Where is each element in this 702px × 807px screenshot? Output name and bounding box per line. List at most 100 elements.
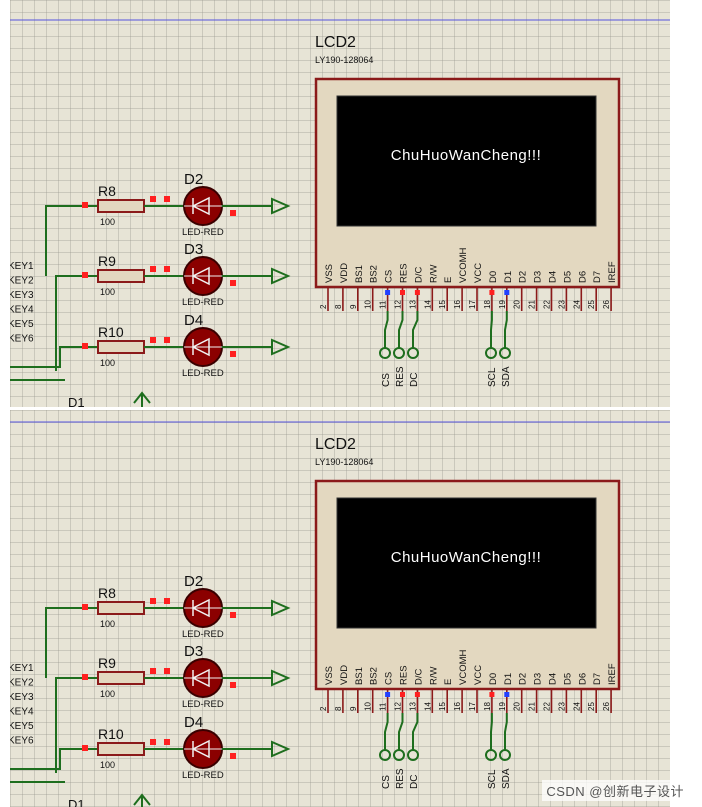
input-wire [45,607,100,678]
lcd-pin-number: 17 [468,702,477,711]
terminal-wire [384,713,389,750]
lcd-pin-name: R/W [428,265,439,284]
resistor-pin-marker [150,668,156,674]
lcd-pin: VCC 17 [468,665,484,713]
partial-ref-label: D1 [68,395,85,407]
lcd-pin-number: 26 [602,702,611,711]
lcd-pin-number: 8 [334,706,343,711]
lcd-pin-number: 24 [572,702,581,711]
terminal-wire [412,311,419,348]
led-pin-marker [164,266,170,272]
lcd-pin-number: 16 [453,300,462,309]
lcd-part-label: LY190-128064 [315,457,373,467]
lcd-pin-marker [385,692,391,697]
led-ref-label: D4 [184,312,203,329]
terminal-circle [485,347,497,359]
led-ref-label: D2 [184,171,203,188]
lcd-terminal: CS [379,713,392,789]
schematic-group: LCD2LY190-128064ChuHuoWanCheng!!!VSS2VDD… [10,19,670,407]
lcd-pin-number: 18 [483,300,492,309]
lcd-terminal: RES [393,713,406,789]
terminal-wire [398,311,404,348]
lcd-pin-name: D/C [413,267,424,284]
lcd-pin-name: D4 [548,673,559,685]
led-pin-marker [230,682,236,688]
lcd-pin-number: 15 [438,300,447,309]
lcd-pin-name: D/C [413,669,424,686]
terminal-circle [485,749,497,761]
led-pin-marker [164,668,170,674]
led-pin-marker [230,351,236,357]
lcd-terminal: SDA [499,713,512,789]
lcd-pin-name: RES [399,263,410,283]
resistor-body [97,601,145,615]
lcd-pin: CS 11 [379,270,395,311]
resistor-body [97,199,145,213]
lcd-pin-number: 2 [319,706,328,711]
led-pin-marker [164,598,170,604]
ground-arrow-symbol [271,740,291,758]
terminal-label: RES [395,366,406,387]
resistor-body [97,340,145,354]
lcd-pin-name: D1 [503,673,514,685]
input-wire [10,346,100,368]
lcd-pin-number: 23 [557,300,566,309]
ground-arrow-symbol [271,197,291,215]
lcd-pin-number: 15 [438,702,447,711]
lcd-pin-name: CS [384,270,395,283]
lcd-pin-marker [400,692,405,697]
resistor-ref-label: R9 [98,655,116,671]
resistor-value-label: 100 [100,689,115,699]
resistor-value-label: 100 [100,217,115,227]
schematic-canvas-bottom: LCD2LY190-128064ChuHuoWanCheng!!!VSS2VDD… [10,421,670,807]
resistor-pin-marker [150,598,156,604]
terminal-wire [412,713,419,750]
lcd-pin-name: VCC [473,665,484,685]
input-wire [10,748,100,770]
lcd-pin-number: 21 [528,300,537,309]
led-type-label: LED-RED [182,699,224,710]
lcd-pin-name: VCOMH [458,650,469,686]
lcd-pin-name: VDD [339,263,350,283]
lcd-pin-name: IREF [607,663,618,685]
key-label: KEY1 [10,261,34,272]
ground-arrow-symbol [271,267,291,285]
watermark-label: CSDN @创新电子设计 [542,780,688,801]
lcd-pin-number: 20 [513,702,522,711]
led-ref-label: D4 [184,714,203,731]
lcd-pin-number: 23 [557,702,566,711]
lcd-pin-name: D7 [592,673,603,685]
lcd-pin-number: 25 [587,702,596,711]
lcd-pin-name: D4 [548,271,559,283]
led-ref-label: D2 [184,573,203,590]
lcd-pin-number: 11 [379,300,388,309]
lcd-pin-number: 22 [543,300,552,309]
terminal-circle [499,749,511,761]
resistor-pin-marker [82,272,88,278]
resistor-value-label: 100 [100,760,115,770]
terminal-label: SDA [501,768,512,789]
resistor-value-label: 100 [100,358,115,368]
terminal-circle [379,749,391,761]
resistor-ref-label: R10 [98,726,124,742]
resistor-ref-label: R8 [98,183,116,199]
key-label: KEY3 [10,692,34,703]
resistor-body [97,269,145,283]
resistor-pin-marker [150,739,156,745]
lcd-pin-marker [504,692,510,697]
key-label: KEY3 [10,290,34,301]
